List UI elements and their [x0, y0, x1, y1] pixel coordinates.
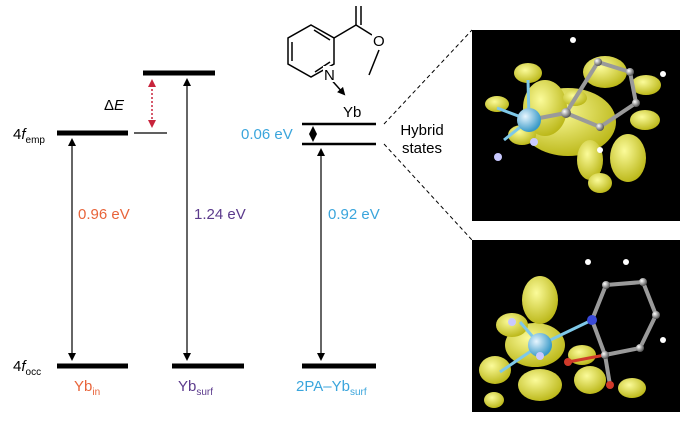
- orbital-render-top: [472, 30, 680, 221]
- gap-value-hybrid-top: 0.06 eV: [241, 126, 293, 143]
- connector-top: [383, 29, 473, 125]
- label-4f-emp: 4femp: [13, 126, 45, 146]
- atom-label-n: N: [324, 67, 335, 84]
- gap-value-yb-surf: 1.24 eV: [194, 206, 246, 223]
- column-label-yb-in: Ybin: [74, 378, 100, 398]
- atom-label-yb: Yb: [343, 104, 361, 121]
- column-label-yb-surf: Ybsurf: [178, 378, 213, 398]
- gap-value-hybrid-bottom: 0.92 eV: [328, 206, 380, 223]
- connector-bottom: [383, 143, 473, 241]
- atom-label-o: O: [373, 33, 385, 50]
- label-delta-e: ΔE: [104, 97, 125, 114]
- orbital-render-bottom: [472, 240, 680, 412]
- column-label-2pa-yb-surf: 2PA–Ybsurf: [296, 378, 367, 398]
- gap-value-yb-in: 0.96 eV: [78, 206, 130, 223]
- label-4f-occ: 4focc: [13, 358, 41, 378]
